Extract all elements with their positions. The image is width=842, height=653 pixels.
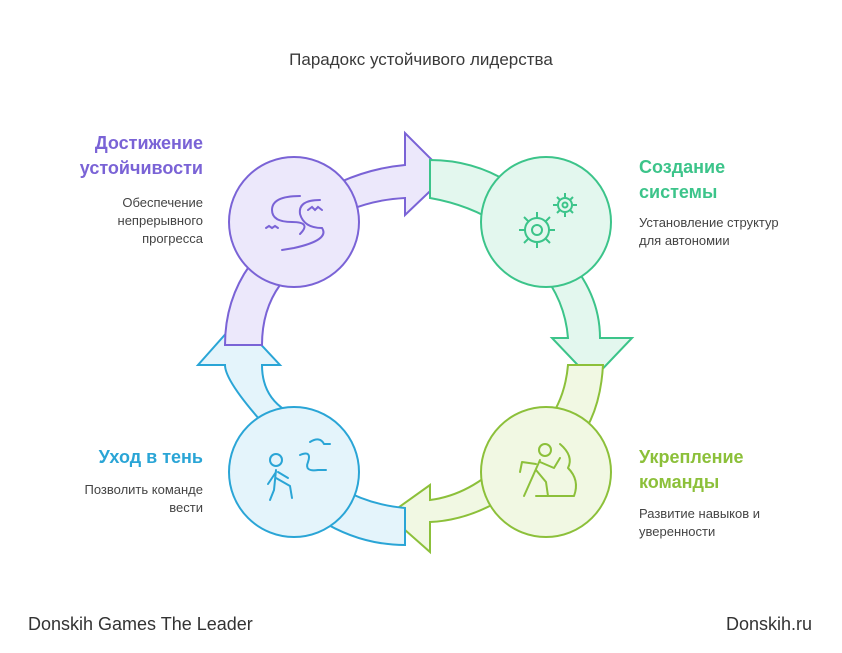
- stage-heading-team: Укрепление команды: [639, 445, 829, 495]
- gears-icon: [519, 193, 577, 248]
- stage-heading-line: системы: [639, 182, 718, 202]
- stage-desc-line: Обеспечение: [122, 195, 203, 210]
- stage-heading-system: Создание системы: [639, 155, 829, 205]
- stage-heading-achieve: Достижение устойчивости: [30, 131, 203, 181]
- diagram-title: Парадокс устойчивого лидерства: [289, 50, 553, 69]
- stage-desc-team: Развитие навыков и уверенности: [639, 505, 839, 541]
- stage-circle-shadow: [228, 406, 360, 538]
- stage-heading-line: Создание: [639, 157, 726, 177]
- stage-desc-shadow: Позволить команде вести: [30, 481, 203, 517]
- footer-right-link[interactable]: Donskih.ru: [725, 614, 812, 634]
- stage-desc-line: Позволить команде: [84, 482, 203, 497]
- stage-desc-system: Установление структур для автономии: [639, 214, 839, 250]
- stage-heading-line: Укрепление: [639, 447, 744, 467]
- stage-desc-line: Установление структур: [639, 215, 779, 230]
- stage-desc-line: вести: [169, 500, 203, 515]
- stage-heading-line: устойчивости: [79, 158, 203, 178]
- stage-circle-team: [480, 406, 612, 538]
- arrow-left: [195, 263, 288, 422]
- walking-away-icon: [267, 438, 331, 501]
- winding-path-icon: [265, 195, 325, 251]
- stage-desc-line: прогресса: [142, 231, 203, 246]
- stage-desc-line: для автономии: [639, 233, 730, 248]
- stage-heading-line: Достижение: [94, 133, 203, 153]
- footer-left-text: Donskih Games The Leader: [28, 614, 253, 634]
- stage-desc-line: непрерывного: [117, 213, 203, 228]
- stage-desc-line: уверенности: [639, 524, 716, 539]
- stage-desc-line: Развитие навыков и: [639, 506, 761, 521]
- stage-heading-shadow: Уход в тень: [98, 447, 203, 467]
- stage-desc-achieve: Обеспечение непрерывного прогресса: [30, 194, 203, 248]
- climber-icon: [519, 443, 577, 497]
- stage-heading-line: команды: [639, 472, 720, 492]
